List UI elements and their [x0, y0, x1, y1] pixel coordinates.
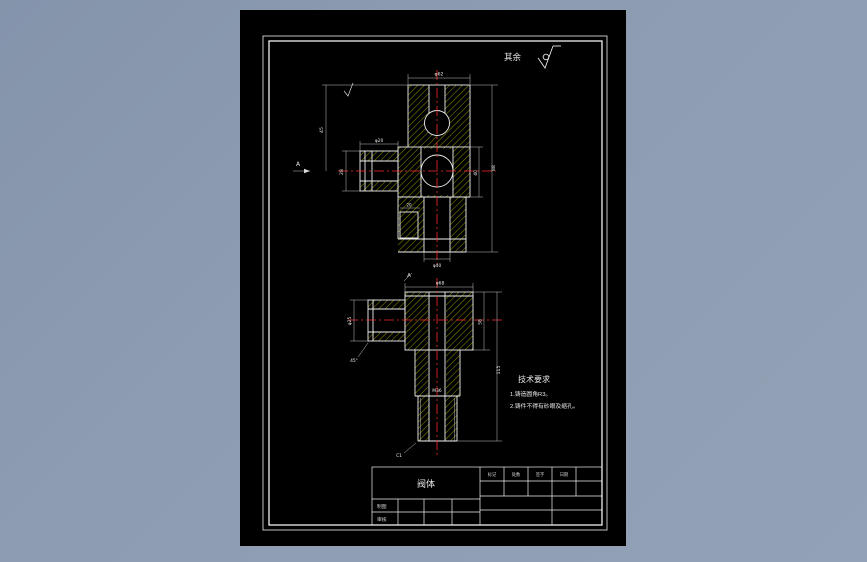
title-block-row-label: 审核 [377, 516, 387, 523]
centerlines [338, 70, 504, 458]
dim-label: φ20 [375, 138, 384, 144]
dim-label: 40 [473, 170, 479, 176]
part-name: 阀体 [417, 478, 435, 489]
dim-label: 58 [478, 319, 484, 325]
title-block-header-cell: 标记 [488, 471, 497, 478]
title-block-header-cell: 处数 [512, 471, 521, 478]
title-block-header-cell: 签字 [536, 471, 545, 477]
tech-requirements-item: 1.铸造圆角R3。 [510, 390, 551, 398]
surface-note-text: 其余 [504, 52, 522, 62]
dim-label: 45 [319, 127, 325, 133]
title-block-header-cell: 日期 [560, 472, 569, 478]
section-label: A [296, 161, 301, 168]
title-block-row-label: 制图 [377, 503, 387, 510]
dim-label: 20 [406, 203, 412, 208]
dim-label: M36 [432, 388, 442, 394]
tech-requirements-title: 技术要求 [518, 374, 550, 384]
dim-label: 115 [496, 366, 502, 375]
dimensions: φ62 45 28 φ20 88 40 φ40 A A φ68 φ25 58 1… [293, 72, 502, 460]
title-block-headers: 标记 处数 签字 日期 [488, 471, 569, 478]
tech-requirements-item: 2.铸件不得有砂眼及缩孔。 [510, 402, 579, 410]
dimension-lines [293, 74, 502, 454]
roughness-symbol-icon [537, 45, 561, 69]
dim-label: 28 [339, 169, 345, 175]
roughness-ticks [343, 82, 354, 97]
dimension-labels: φ62 45 28 φ20 88 40 φ40 A A φ68 φ25 58 1… [296, 72, 502, 460]
top-view [359, 84, 471, 253]
dim-label: C1 [396, 453, 402, 459]
title-block-grid [371, 466, 603, 526]
top-view-outline [359, 84, 471, 253]
dim-label: φ25 [347, 317, 353, 326]
dim-label: φ62 [435, 72, 444, 78]
bottom-view-outline [367, 291, 474, 442]
dim-label: φ40 [433, 263, 442, 269]
tech-requirements: 技术要求 1.铸造圆角R3。 2.铸件不得有砂眼及缩孔。 [510, 374, 579, 410]
dim-label: 45° [350, 358, 358, 364]
surface-finish-note: 其余 [504, 45, 561, 69]
title-block-row-labels: 制图 审核 [377, 503, 387, 523]
bottom-view [367, 291, 474, 442]
section-arrowhead [304, 168, 310, 174]
section-label: A [407, 273, 411, 279]
dim-label: φ68 [436, 281, 445, 287]
dim-label: 88 [491, 165, 497, 171]
title-block: 阀体 标记 处数 签字 日期 制图 审核 [371, 466, 603, 526]
